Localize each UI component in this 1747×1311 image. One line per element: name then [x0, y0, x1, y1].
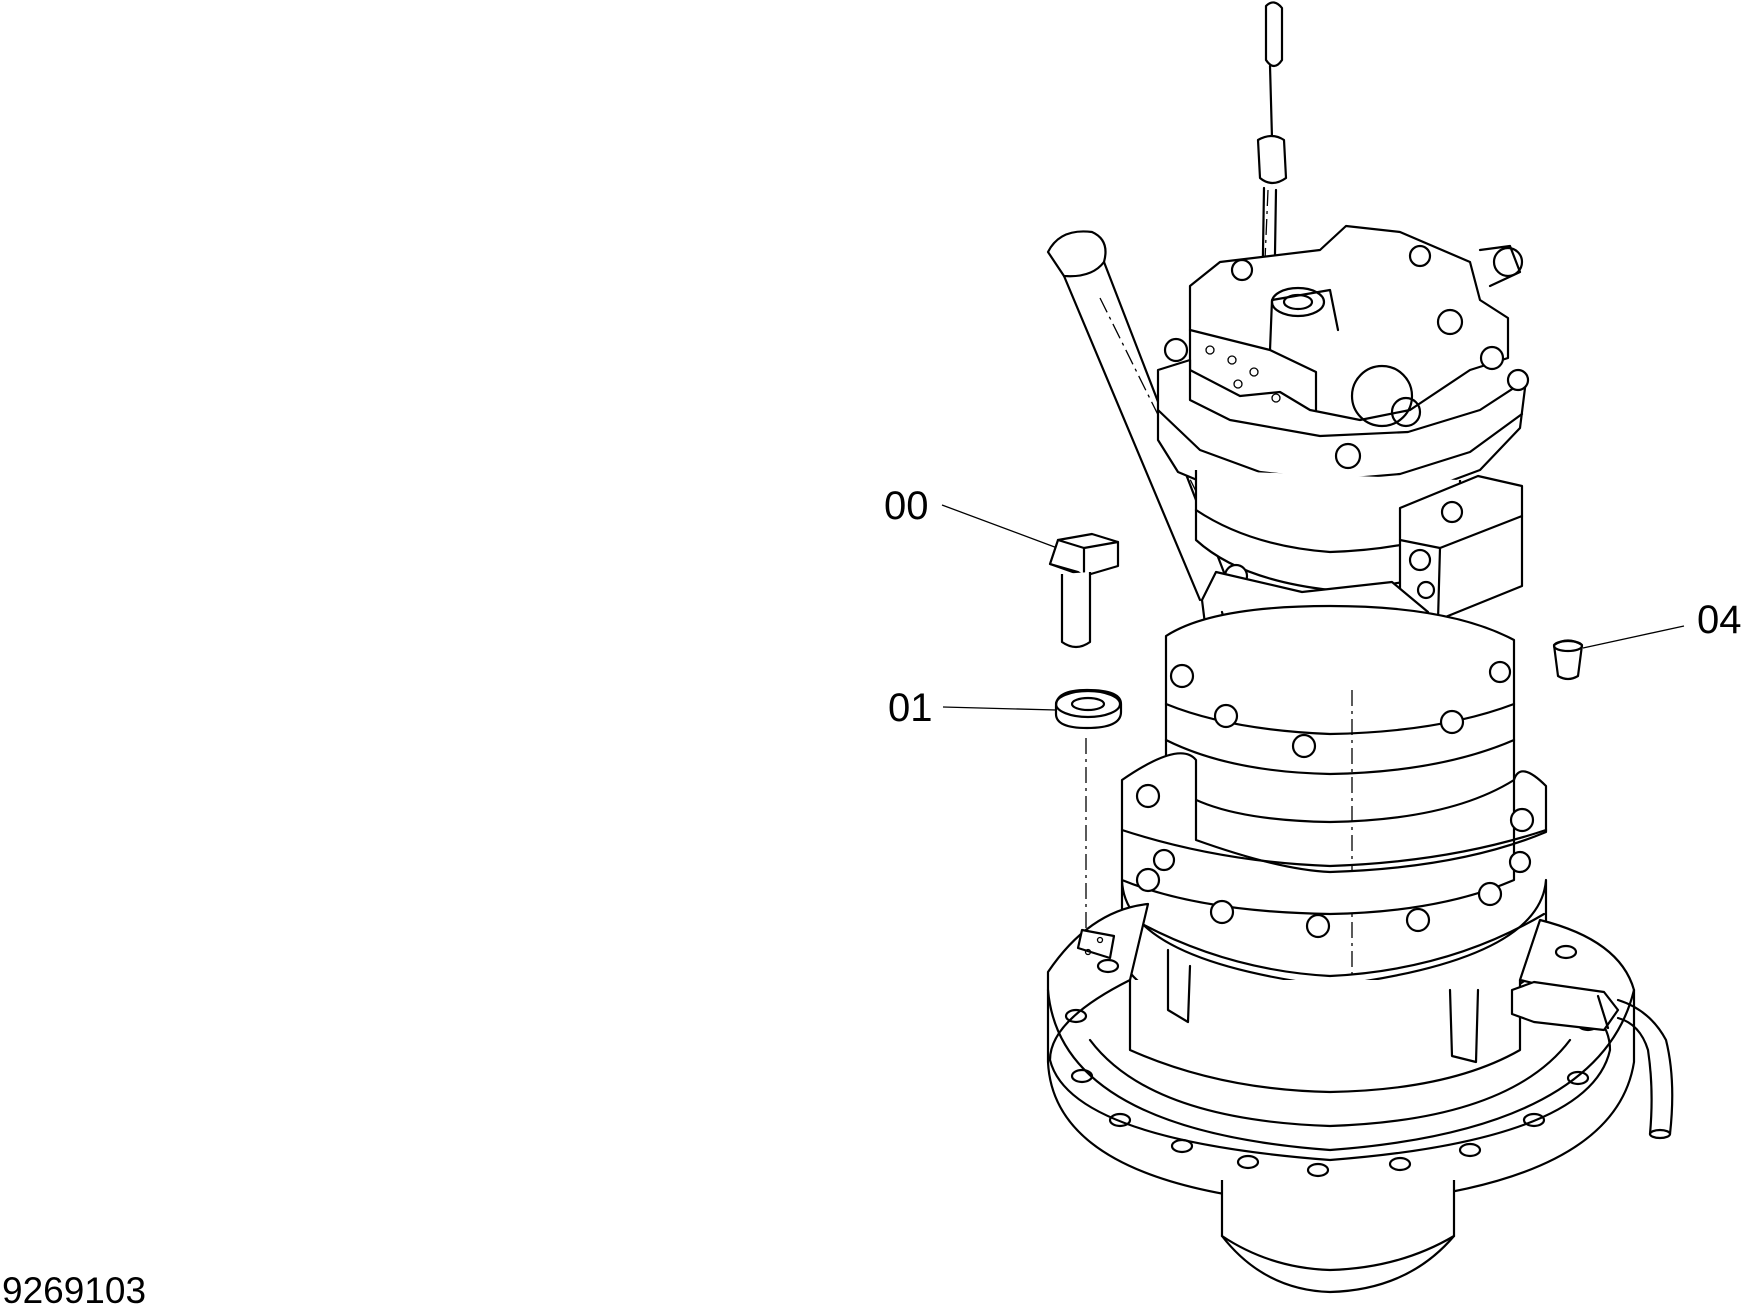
- callout-label-01: 01: [888, 686, 933, 730]
- leader-line-00: [941, 504, 1069, 553]
- swing-motor-assembly-drawing: [1046, 1, 1674, 1294]
- plug-part: [1552, 639, 1584, 681]
- leader-line-01: [942, 706, 1057, 711]
- washer-part: [1054, 688, 1123, 975]
- callout-label-04: 04: [1697, 598, 1742, 642]
- drawing-number: 9269103: [2, 1270, 147, 1311]
- leader-lines: [941, 504, 1685, 711]
- callout-label-00: 00: [884, 484, 929, 528]
- hex-bolt-part: [1048, 532, 1120, 649]
- leader-line-04: [1582, 625, 1685, 649]
